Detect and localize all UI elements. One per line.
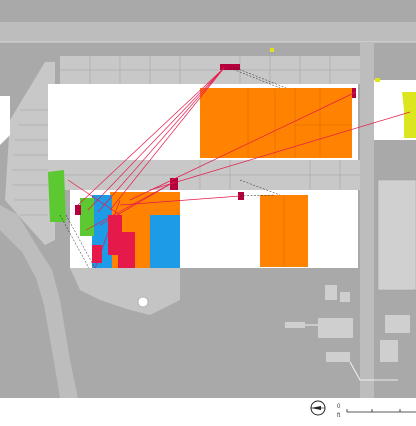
scale-unit-label: ft (337, 413, 341, 419)
outbuildings (285, 285, 410, 362)
green-zone-center (80, 198, 94, 236)
east-building-south (378, 180, 416, 290)
orange-zone-north (200, 88, 352, 158)
scale-zero-label: 0 (337, 404, 341, 410)
red-zone-southwest (108, 215, 135, 268)
top-road (0, 22, 416, 42)
yellow-marker (375, 78, 380, 82)
green-zone-west (48, 170, 66, 222)
scale-bar (346, 409, 416, 413)
left-parking-stripes (12, 109, 48, 216)
water-tank (137, 296, 149, 308)
red-connection-lines (67, 67, 411, 283)
yellow-marker-top (270, 48, 274, 52)
sw-parking-lot (70, 268, 180, 315)
middle-parking-stripes (48, 160, 360, 190)
blue-zone-southwest (150, 215, 180, 268)
right-road (360, 42, 374, 398)
red-zone-west (92, 245, 102, 263)
north-arrow-icon (310, 400, 326, 416)
east-parking (377, 179, 416, 291)
building-left-edge (0, 96, 10, 145)
utility-lines (305, 324, 398, 381)
dashed-circulation-lines (59, 67, 287, 271)
top-parking-stripes (60, 56, 360, 84)
left-parking-lot (5, 62, 55, 245)
yellow-zone (402, 92, 416, 138)
left-road (0, 205, 78, 398)
